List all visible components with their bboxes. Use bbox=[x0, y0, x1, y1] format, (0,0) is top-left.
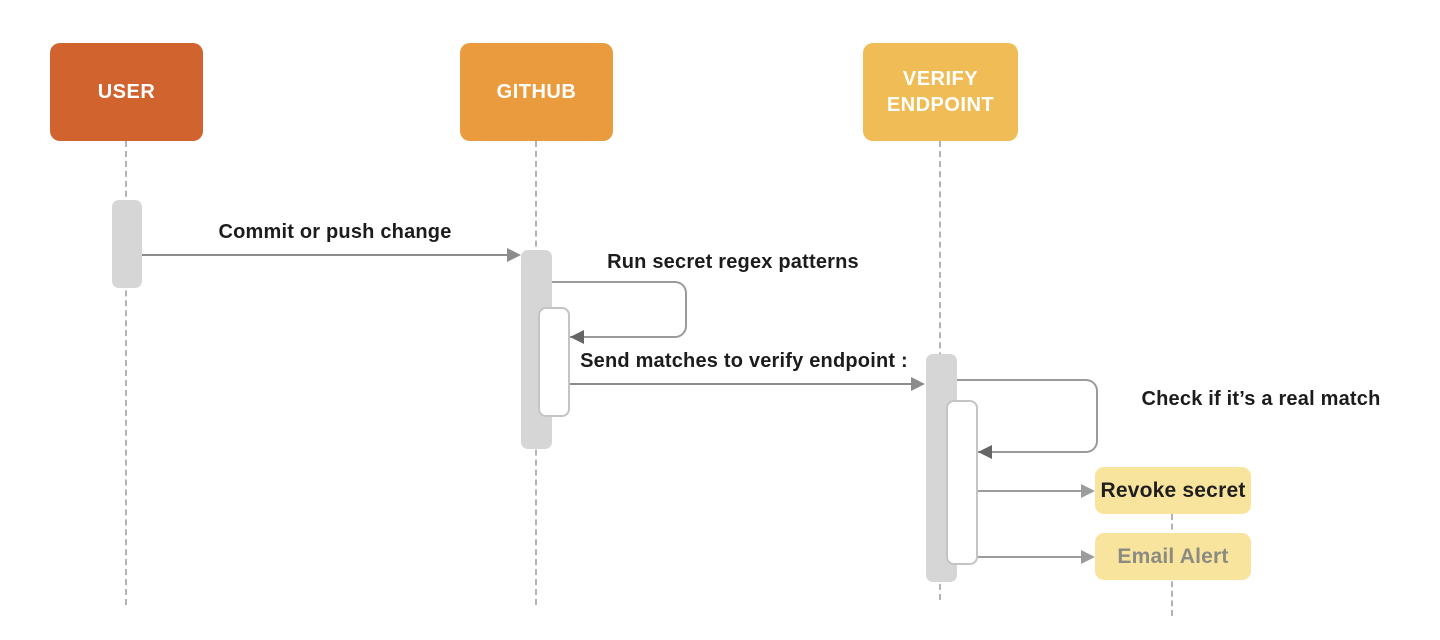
arrowhead-self-loop-verify-icon bbox=[978, 445, 992, 459]
message-line-commit-push bbox=[142, 254, 508, 256]
arrowhead-revoke-secret-icon bbox=[1081, 484, 1095, 498]
arrowhead-self-loop-github-icon bbox=[570, 330, 584, 344]
message-label-send-matches: Send matches to verify endpoint : bbox=[580, 350, 908, 372]
actor-box-verify-endpoint: VERIFY ENDPOINT bbox=[863, 43, 1018, 141]
message-line-send-matches bbox=[570, 383, 912, 385]
action-box-revoke-secret: Revoke secret bbox=[1095, 467, 1251, 514]
arrowhead-commit-push-icon bbox=[507, 248, 521, 262]
activation-verify-endpoint-nested bbox=[946, 400, 978, 565]
arrowhead-email-alert-icon bbox=[1081, 550, 1095, 564]
action-box-email-alert: Email Alert bbox=[1095, 533, 1251, 580]
message-label-run-regex: Run secret regex patterns bbox=[607, 251, 859, 273]
actor-box-user: USER bbox=[50, 43, 203, 141]
actor-box-github: GITHUB bbox=[460, 43, 613, 141]
activation-user bbox=[112, 200, 142, 288]
message-line-revoke-secret bbox=[978, 490, 1082, 492]
message-line-email-alert bbox=[978, 556, 1082, 558]
self-loop-verify-endpoint bbox=[957, 379, 1098, 453]
activation-github-nested bbox=[538, 307, 570, 417]
message-label-commit-push: Commit or push change bbox=[218, 221, 452, 243]
message-label-check-real-match: Check if it’s a real match bbox=[1141, 388, 1381, 410]
lifeline-user bbox=[125, 141, 127, 605]
arrowhead-send-matches-icon bbox=[911, 377, 925, 391]
self-loop-github bbox=[552, 281, 687, 338]
